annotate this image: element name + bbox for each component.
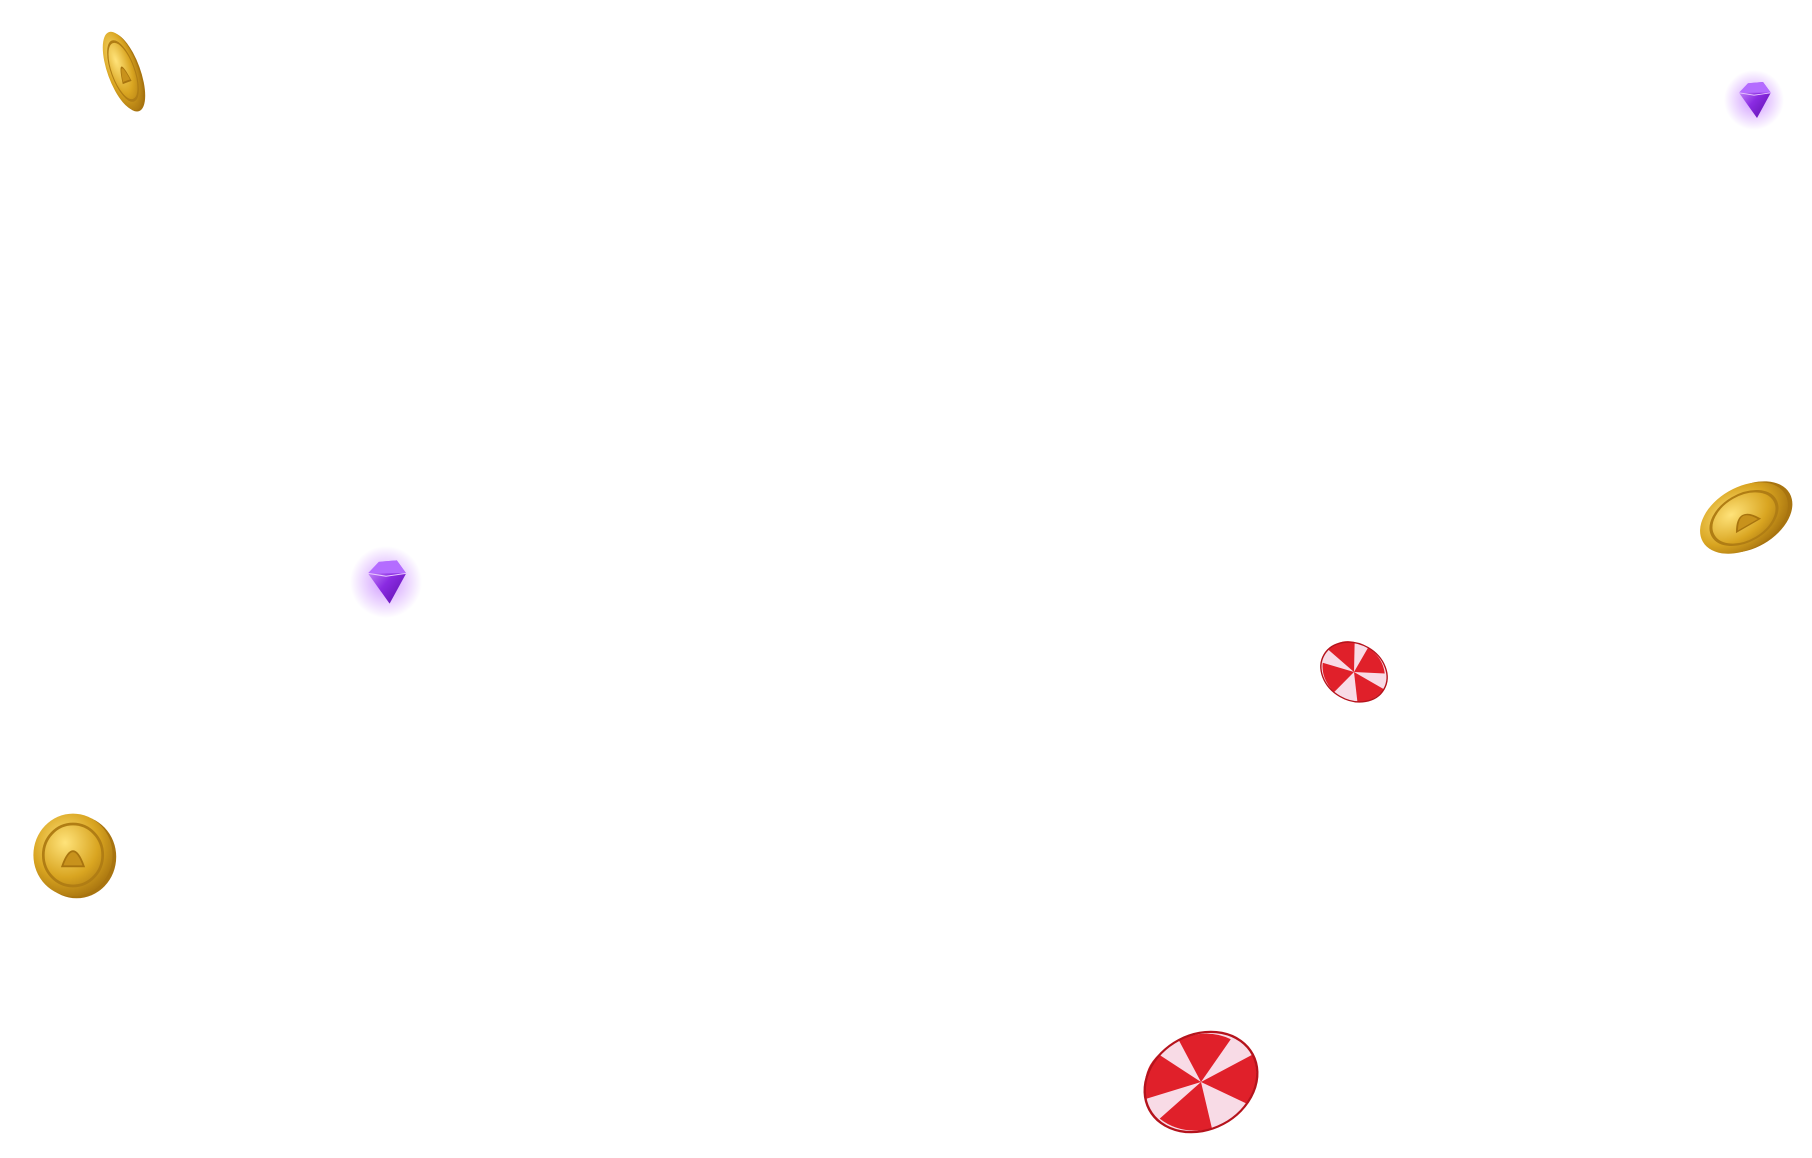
purple-gem-icon (350, 546, 422, 618)
purple-gem-icon (1724, 70, 1784, 130)
gold-coin-icon (74, 15, 172, 127)
peppermint-candy-icon (1307, 626, 1401, 717)
gold-coin-icon (28, 808, 118, 902)
peppermint-candy-icon (1122, 1006, 1280, 1158)
gold-coin-icon (1672, 448, 1812, 589)
